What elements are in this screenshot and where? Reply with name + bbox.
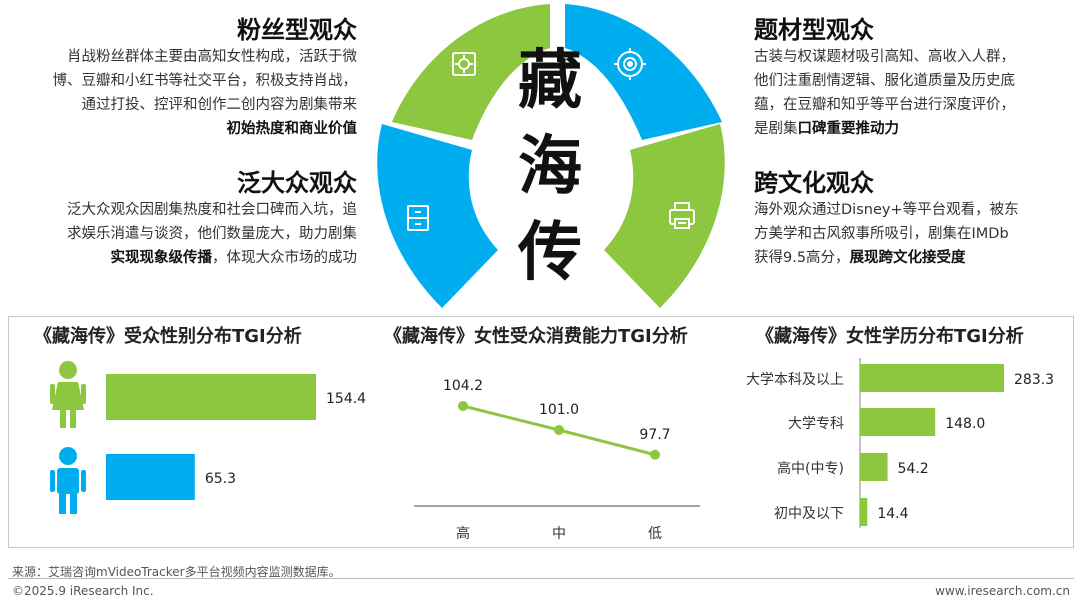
- copyright: ©2025.9 iResearch Inc.: [12, 584, 154, 598]
- source-note: 来源：艾瑞咨询mVideoTracker多平台视频内容监测数据库。: [12, 565, 341, 579]
- center-char-3: 传: [517, 216, 582, 290]
- petal-top-right: [565, 4, 722, 140]
- cross-culture-audience-block: 跨文化观众 海外观众通过Disney+等平台观看，被东 方美学和古风叙事所吸引，…: [754, 168, 1074, 270]
- consumption-chart-title: 《藏海传》女性受众消费能力TGI分析: [384, 326, 688, 347]
- mass-audience-title: 泛大众观众: [237, 169, 357, 197]
- point-low: [650, 449, 660, 460]
- label-middle: 14.4: [877, 506, 908, 522]
- fans-audience-block: 粉丝型观众 肖战粉丝群体主要由高知女性构成，活跃于微 博、豆瓣和小红书等社交平台…: [15, 15, 358, 141]
- star-graphic: 藏 海 传: [377, 4, 725, 308]
- label-bachelor: 283.3: [1014, 372, 1054, 388]
- printer-icon: [669, 202, 695, 229]
- gear-icon: [452, 52, 476, 76]
- bar-male: [106, 454, 195, 500]
- gender-chart-title: 《藏海传》受众性别分布TGI分析: [34, 326, 302, 347]
- point-high: [458, 401, 468, 411]
- mass-audience-block: 泛大众观众 泛大众观众因剧集热度和社会口碑而入坑，追 求娱乐消遣与谈资，他们数量…: [15, 168, 357, 270]
- consumption-chart: 104.2 101.0 97.7 高 中 低: [414, 378, 700, 542]
- footer-divider: [8, 578, 1074, 579]
- cat-highschool: 高中(中专): [777, 460, 844, 477]
- male-icon: [50, 447, 86, 514]
- cabinet-icon: [407, 205, 429, 231]
- female-icon: [50, 361, 86, 428]
- cross-culture-audience-title: 跨文化观众: [754, 169, 874, 197]
- label-highschool: 54.2: [898, 461, 929, 477]
- gender-chart: 154.4 65.3: [50, 361, 366, 514]
- label-mid: 101.0: [539, 402, 579, 418]
- tick-low: 低: [648, 526, 662, 542]
- tick-mid: 中: [552, 526, 566, 542]
- bar-female: [106, 374, 316, 420]
- genre-audience-title: 题材型观众: [754, 16, 874, 44]
- center-char-1: 藏: [518, 44, 582, 118]
- fans-audience-text: 肖战粉丝群体主要由高知女性构成，活跃于微 博、豆瓣和小红书等社交平台，积极支持肖…: [52, 49, 358, 137]
- label-low: 97.7: [639, 427, 670, 443]
- label-high: 104.2: [443, 378, 483, 394]
- cat-bachelor: 大学本科及以上: [746, 372, 844, 388]
- genre-audience-text: 古装与权谋题材吸引高知、高收入人群， 他们注重剧情逻辑、服化道质量及历史底 蕴，…: [754, 49, 1015, 137]
- bar-college: [860, 408, 936, 436]
- mass-audience-text: 泛大众观众因剧集热度和社会口碑而入坑，追 求娱乐消遣与谈资，他们数量庞大，助力剧…: [67, 202, 357, 266]
- bar-middle: [860, 498, 868, 526]
- genre-audience-block: 题材型观众 古装与权谋题材吸引高知、高收入人群， 他们注重剧情逻辑、服化道质量及…: [754, 15, 1074, 141]
- cat-college: 大学专科: [788, 416, 844, 432]
- tick-high: 高: [456, 525, 470, 542]
- website-link[interactable]: www.iresearch.com.cn: [935, 584, 1070, 598]
- petal-left: [377, 124, 498, 308]
- target-icon: [614, 48, 646, 80]
- label-female: 154.4: [326, 391, 366, 407]
- label-college: 148.0: [945, 416, 985, 432]
- label-male: 65.3: [205, 471, 236, 487]
- bar-bachelor: [860, 364, 1004, 392]
- cat-middle: 初中及以下: [774, 505, 844, 522]
- point-mid: [554, 425, 564, 435]
- bar-highschool: [860, 453, 888, 481]
- charts-panel: [8, 316, 1074, 548]
- petal-right: [604, 124, 725, 308]
- petal-top-left: [392, 4, 550, 140]
- education-chart-title: 《藏海传》女性学历分布TGI分析: [756, 326, 1024, 347]
- cross-culture-audience-text: 海外观众通过Disney+等平台观看，被东 方美学和古风叙事所吸引，剧集在IMD…: [754, 202, 1019, 266]
- fans-audience-title: 粉丝型观众: [237, 16, 357, 44]
- education-chart: 大学本科及以上 大学专科 高中(中专) 初中及以下 283.3 148.0 54…: [746, 358, 1054, 528]
- center-char-2: 海: [518, 130, 582, 204]
